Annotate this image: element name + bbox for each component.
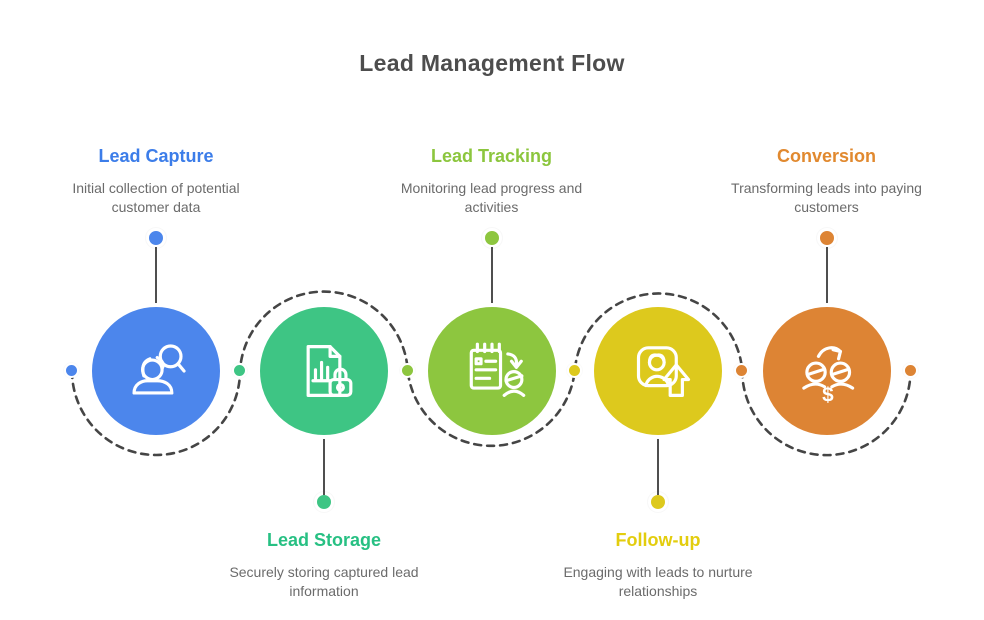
stage-description-lead-capture: Initial collection of potential customer… — [72, 180, 240, 215]
stage-title-lead-capture: Lead Capture — [98, 146, 214, 166]
wave-dot-2-3 — [399, 363, 415, 378]
stage-connector-line — [825, 247, 828, 305]
stage-description-conversion: Transforming leads into paying customers — [731, 180, 922, 215]
stage-lead-capture: Lead Capture Initial collection of poten… — [41, 0, 271, 620]
stage-marker-dot — [816, 228, 837, 248]
stage-circle-conversion: $ — [758, 303, 895, 439]
stage-title-conversion: Conversion — [776, 146, 877, 166]
page-title: Lead Management Flow — [359, 50, 625, 76]
wave-dot-end — [902, 363, 918, 378]
stage-follow-up: Follow-up Engaging with leads to nurture… — [543, 0, 773, 620]
stage-circle-lead-tracking — [423, 303, 560, 439]
stage-marker-dot — [481, 228, 502, 248]
stage-connector-line — [323, 437, 325, 495]
stage-lead-storage: Lead Storage Securely storing captured l… — [209, 0, 439, 620]
stage-connector-line — [490, 247, 493, 305]
stage-connector-line — [155, 247, 157, 305]
task-assignment-icon — [469, 342, 525, 397]
wave-path — [70, 290, 912, 457]
secure-document-icon — [306, 345, 353, 397]
contact-upload-icon — [636, 346, 691, 397]
stage-description-lead-tracking: Monitoring lead progress and activities — [400, 180, 583, 215]
customer-exchange-icon: $ — [801, 346, 854, 406]
stage-title-lead-storage: Lead Storage — [266, 530, 382, 550]
stage-conversion: Conversion Transforming leads into payin… — [712, 0, 942, 620]
wave-dot-start — [64, 363, 79, 378]
stage-marker-dot — [314, 492, 334, 512]
stage-description-follow-up: Engaging with leads to nurture relations… — [563, 564, 753, 599]
stage-circle-follow-up — [590, 303, 726, 439]
stage-circle-lead-capture — [88, 303, 224, 439]
person-search-icon — [132, 344, 186, 395]
stage-connector-line — [657, 437, 659, 495]
wave-dot-1-2 — [232, 363, 247, 378]
stage-title-lead-tracking: Lead Tracking — [430, 146, 553, 166]
wave-dot-4-5 — [734, 363, 750, 378]
stage-circle-lead-storage — [256, 303, 392, 439]
stage-marker-dot — [146, 228, 166, 248]
stage-lead-tracking: Lead Tracking Monitoring lead progress a… — [377, 0, 607, 620]
stage-marker-dot — [648, 492, 668, 512]
svg-text:$: $ — [822, 383, 834, 406]
stage-description-lead-storage: Securely storing captured lead informati… — [229, 564, 419, 599]
stage-title-follow-up: Follow-up — [615, 530, 701, 550]
wave-dot-3-4 — [566, 363, 582, 378]
